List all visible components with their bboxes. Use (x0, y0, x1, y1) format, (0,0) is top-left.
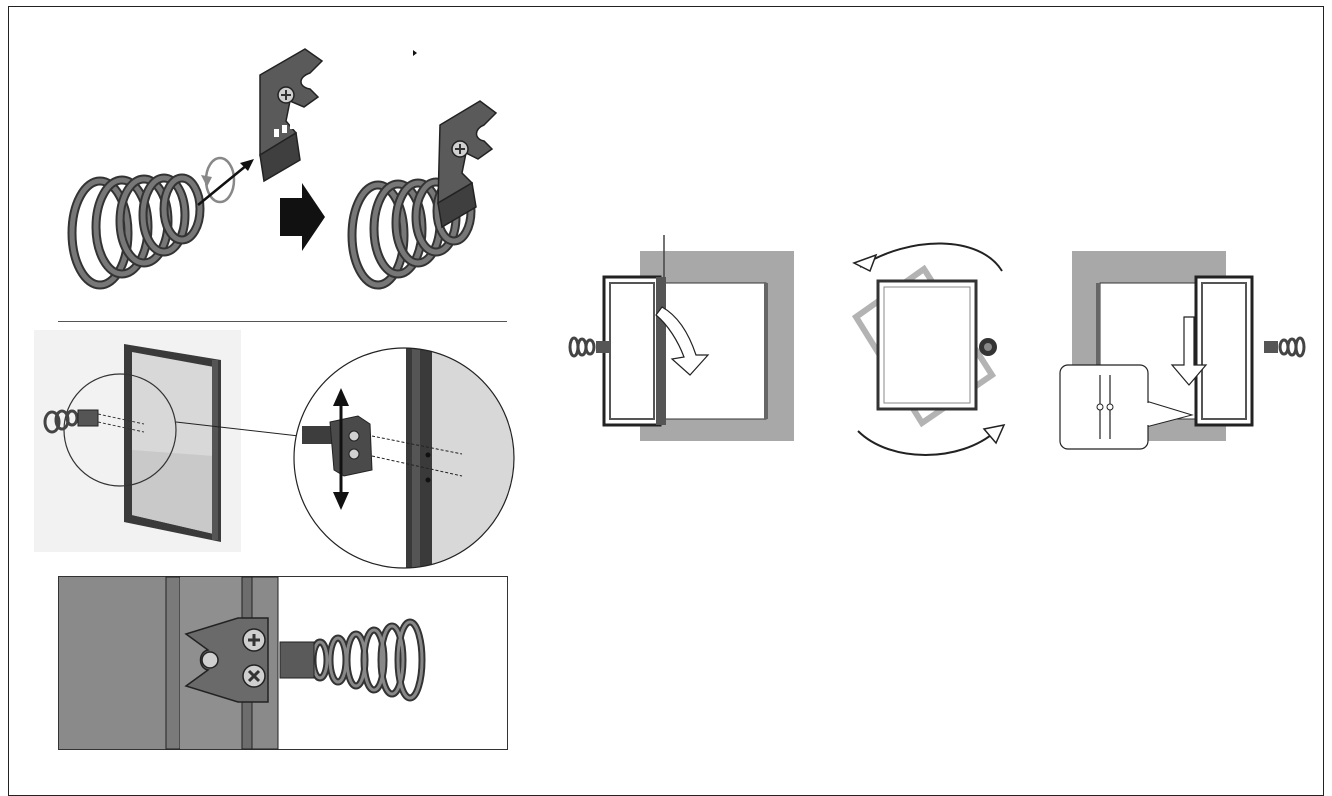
scene-before-rotation (568, 235, 794, 441)
detail-callout (1059, 364, 1194, 450)
mounting-bracket-icon (184, 617, 269, 703)
mounting-bracket-icon (259, 48, 324, 183)
window-frame (124, 344, 221, 542)
magnifier-circle-icon (293, 347, 515, 569)
step-detail-closeup (58, 576, 508, 750)
coil-spring-icon (568, 336, 596, 358)
curved-arrow-icon (857, 430, 997, 456)
coil-spring-icon (1278, 336, 1306, 358)
small-spring-icon (43, 409, 79, 434)
step-rotate-frame (560, 225, 1320, 470)
small-pointer-mark (413, 50, 417, 56)
rotate-arrow-icon (197, 156, 254, 206)
step-mount-on-frame (34, 330, 515, 570)
next-step-arrow-icon (280, 183, 325, 251)
step-attach-bracket (60, 48, 510, 300)
scene-rotation (851, 242, 1006, 456)
section-divider (58, 321, 507, 322)
assembled-spring-bracket (347, 100, 498, 290)
up-down-arrow-icon (333, 388, 349, 510)
scene-after-rotation (1059, 251, 1306, 450)
coil-spring-icon (67, 173, 205, 290)
curved-arrow-icon (859, 242, 1003, 272)
